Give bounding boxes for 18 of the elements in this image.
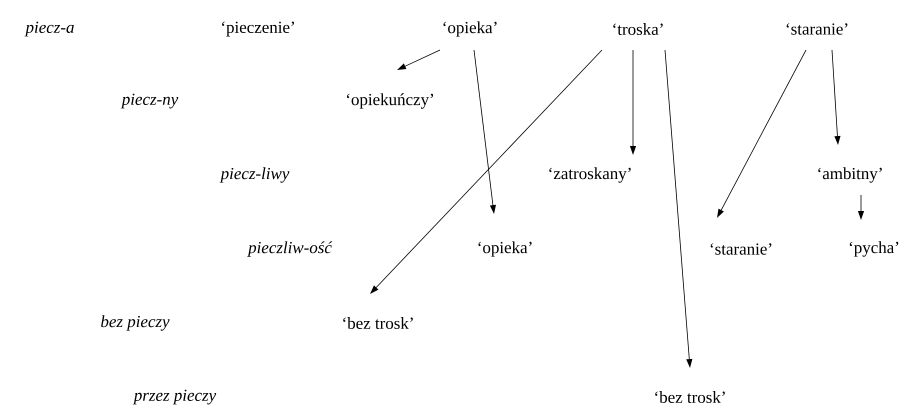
word-form: przez pieczy [132, 390, 216, 404]
meaning-text: ‘staranie’ [786, 23, 848, 35]
meaning-text: ‘opiekuńczy’ [346, 93, 434, 109]
meaning-text: ‘pieczenie’ [222, 22, 294, 36]
meaning-text: ‘opieka’ [478, 241, 532, 257]
meaning-text: ‘ambitny’ [818, 167, 882, 183]
word-form: pieczliw-ość [247, 241, 332, 257]
word-form: piecz-ny [120, 94, 178, 108]
meaning-text: ‘staranie’ [710, 243, 772, 255]
meaning-text: ‘zatroskany’ [549, 167, 631, 183]
word-form: piecz-a [24, 22, 74, 36]
meaning-text: ‘bez trosk’ [343, 317, 413, 329]
meaning-text: ‘pycha’ [850, 241, 898, 257]
meaning-text: ‘opieka’ [443, 21, 497, 37]
meaning-text: ‘bez trosk’ [655, 391, 725, 403]
word-form: piecz-liwy [220, 167, 290, 183]
word-form: bez pieczy [101, 315, 170, 331]
meaning-text: ‘troska’ [613, 23, 663, 35]
